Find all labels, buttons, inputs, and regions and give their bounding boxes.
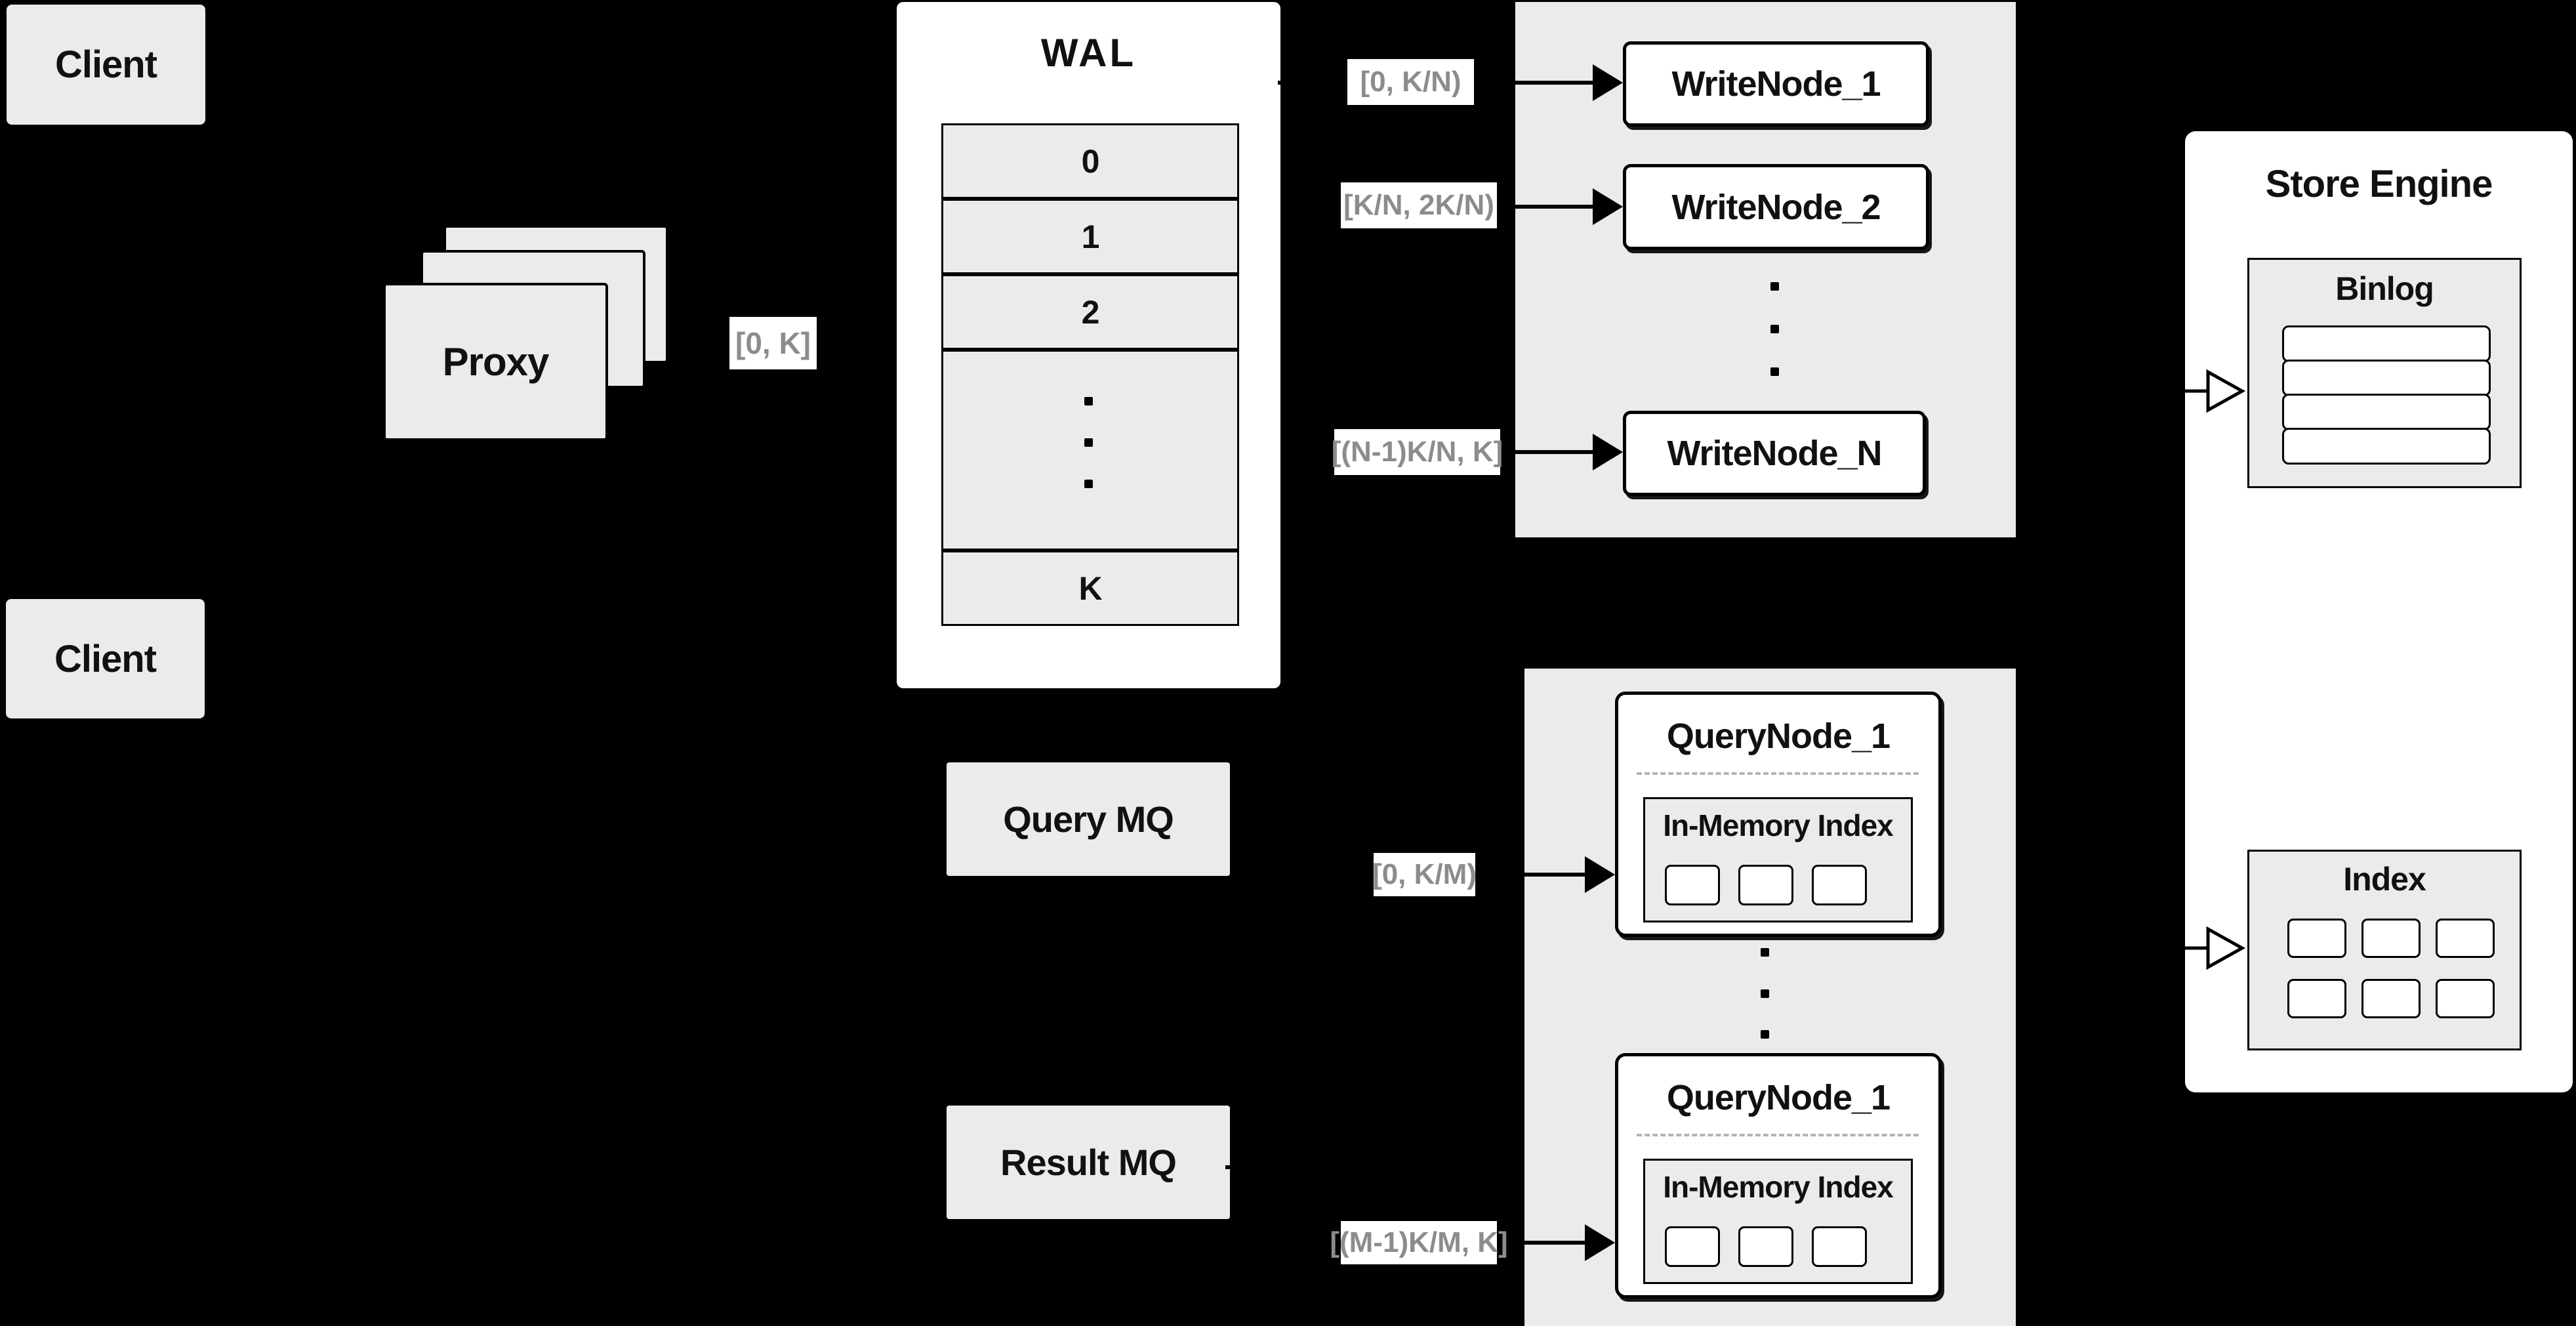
range-label-write-1: [0, K/N) [1347,59,1474,105]
wal-row-1[interactable]: 1 [941,199,1239,274]
proxy-box[interactable]: Proxy [383,283,608,441]
index-cell [2436,979,2495,1018]
write-node-n[interactable]: WriteNode_N [1623,411,1926,496]
query-node-top[interactable]: QueryNode_1 In-Memory Index [1615,692,1942,937]
write-node-ellipsis-dot [1770,367,1779,376]
write-node-2[interactable]: WriteNode_2 [1623,164,1929,250]
binlog-row [2282,360,2491,396]
in-memory-index-box-bottom: In-Memory Index [1643,1159,1913,1284]
binlog-row [2282,325,2491,362]
query-node-bottom[interactable]: QueryNode_1 In-Memory Index [1615,1053,1942,1298]
in-memory-index-top-title: In-Memory Index [1663,808,1894,842]
range-label-query-m: [(M-1)K/M, K] [1330,1221,1508,1264]
range-label-write-2: [K/N, 2K/N) [1341,182,1497,228]
range-label-query-1: [0, K/M) [1372,853,1477,896]
index-box: Index [2247,850,2522,1050]
index-cell [2287,919,2346,958]
wal-ellipsis-dot [1084,397,1093,405]
query-mq-box[interactable]: Query MQ [947,762,1230,876]
index-cell [2361,979,2421,1018]
query-node-top-title: QueryNode_1 [1666,716,1891,756]
client-bottom-label: Client [54,637,157,680]
in-memory-index-bottom-title: In-Memory Index [1663,1170,1894,1204]
query-node-bottom-title: QueryNode_1 [1666,1078,1891,1117]
wal-row-2[interactable]: 2 [941,274,1239,350]
query-node-ellipsis-dot [1761,989,1769,998]
wal-row-0[interactable]: 0 [941,123,1239,199]
query-node-bottom-separator [1637,1134,1919,1136]
wal-row-ellipsis [941,350,1239,550]
wal-title: WAL [1040,30,1137,75]
segment-box [1738,1226,1793,1267]
write-node-ellipsis-dot [1770,325,1779,333]
wal-row-k[interactable]: K [941,550,1239,626]
binlog-row [2282,428,2491,465]
index-title: Index [2343,861,2426,898]
index-cell [2287,979,2346,1018]
wal-ellipsis-dot [1084,438,1093,447]
binlog-title: Binlog [2335,270,2434,307]
in-memory-index-box-top: In-Memory Index [1643,797,1913,922]
binlog-box: Binlog [2247,258,2522,488]
store-engine-title: Store Engine [2265,162,2493,205]
client-top-label: Client [54,43,157,86]
range-label-proxy-to-wal: [0, K] [729,317,817,369]
index-cell [2361,919,2421,958]
client-box-bottom[interactable]: Client [6,599,205,718]
query-node-ellipsis-dot [1761,948,1769,957]
arrow-proxy-to-wal [817,325,895,361]
segment-box [1665,865,1720,905]
client-box-top[interactable]: Client [7,5,205,125]
segment-box [1812,865,1867,905]
result-mq-box[interactable]: Result MQ [947,1106,1230,1219]
range-label-write-n: [(N-1)K/N, K] [1332,429,1503,475]
query-node-top-separator [1637,772,1919,775]
segment-box [1738,865,1793,905]
write-node-1[interactable]: WriteNode_1 [1623,41,1929,127]
write-node-ellipsis-dot [1770,282,1779,291]
segment-box [1665,1226,1720,1267]
proxy-label: Proxy [442,340,550,384]
segment-box [1812,1226,1867,1267]
binlog-row [2282,394,2491,430]
index-cell [2436,919,2495,958]
wal-ellipsis-dot [1084,480,1093,488]
query-node-ellipsis-dot [1761,1030,1769,1039]
